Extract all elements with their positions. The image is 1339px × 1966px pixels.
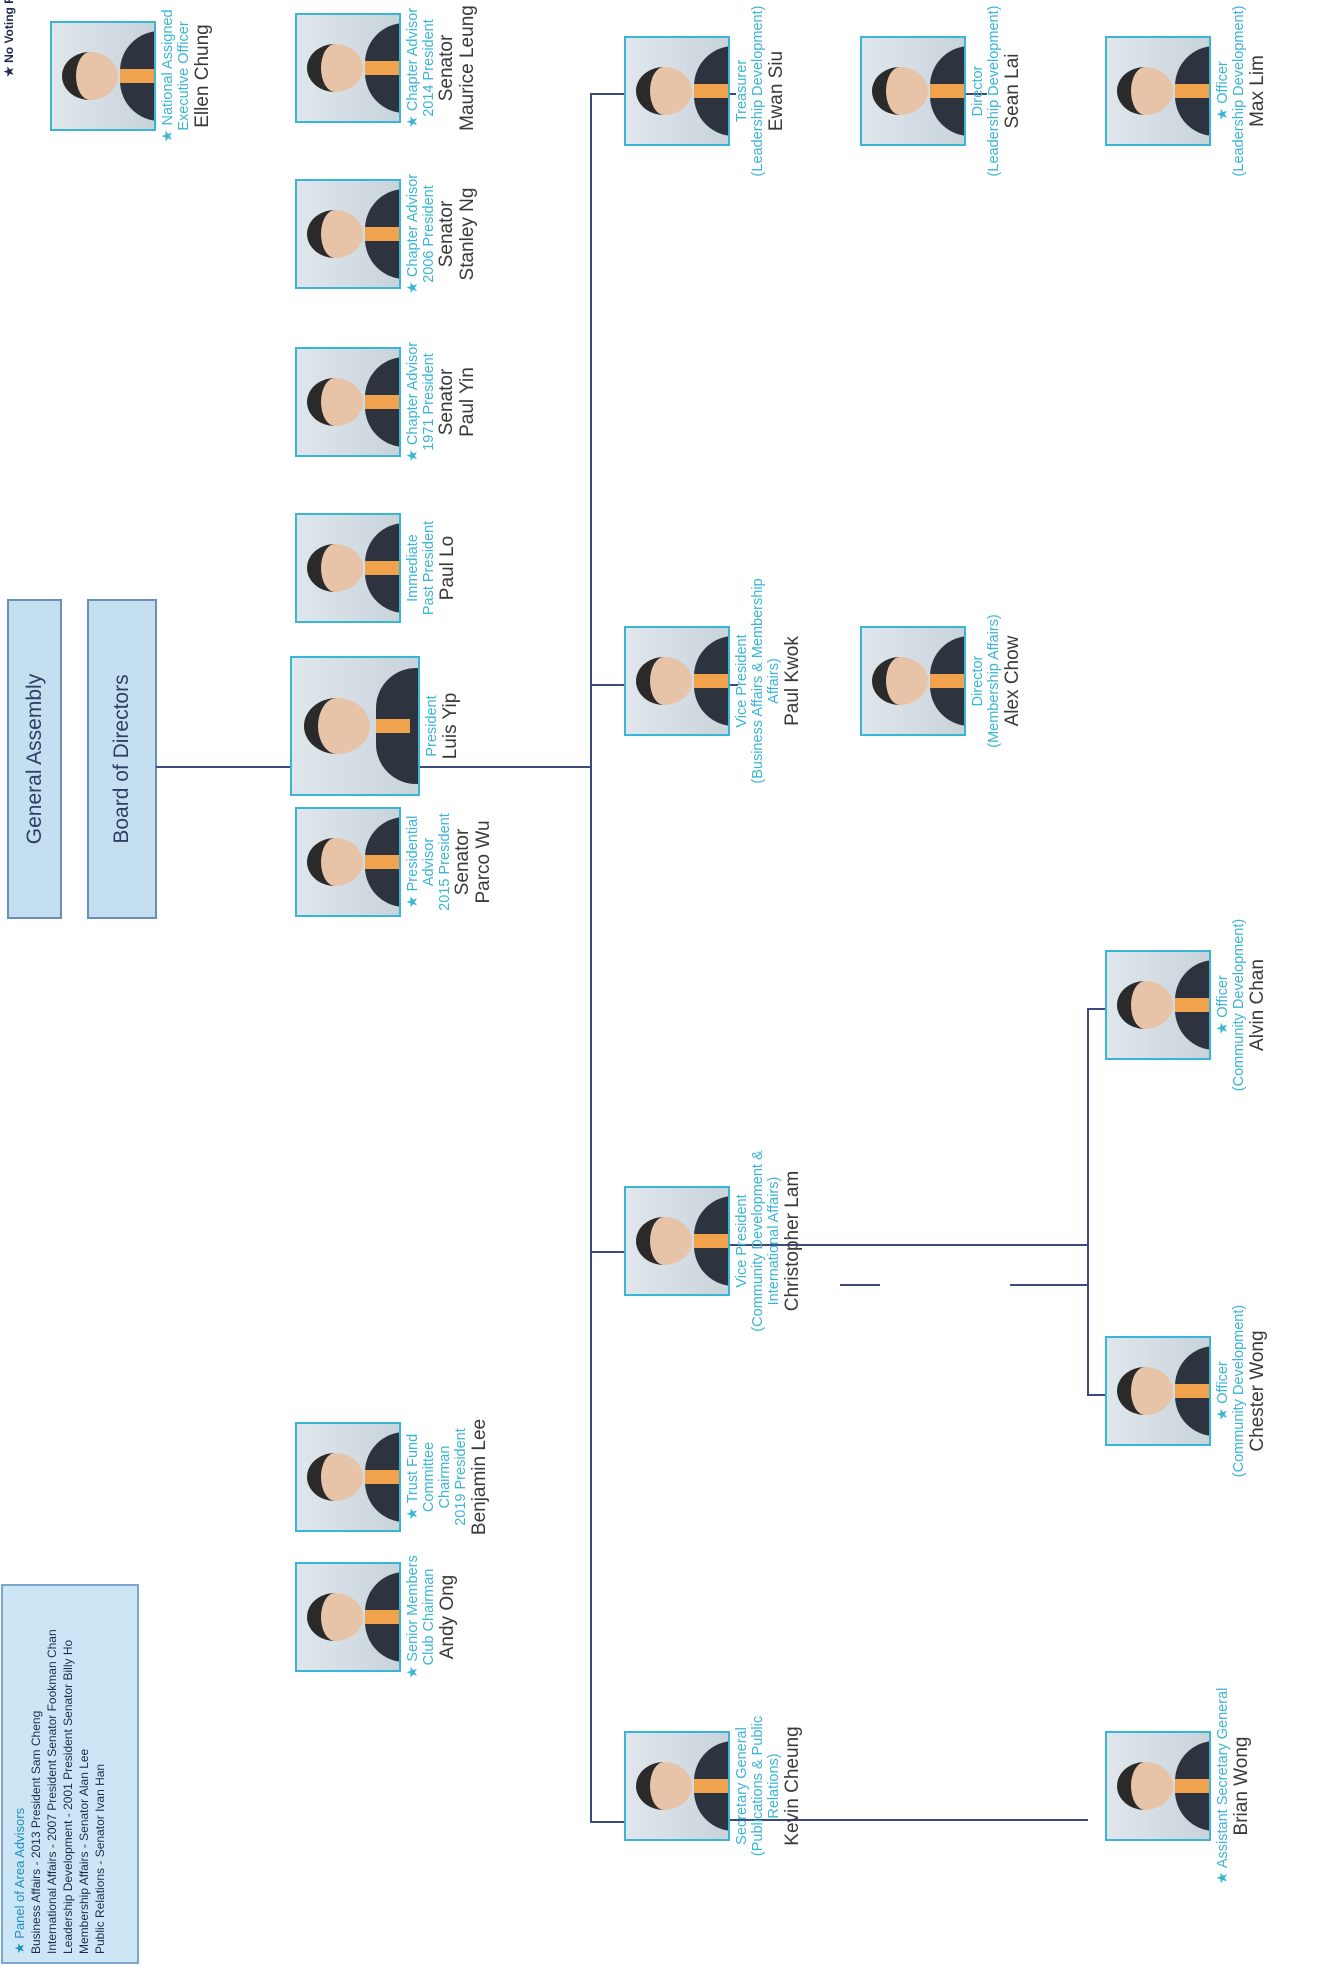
connector-line (590, 1251, 624, 1253)
officer-paul-kwok: Vice President(Business Affairs & Member… (624, 566, 803, 796)
person-name: Benjamin Lee (469, 1418, 490, 1536)
star-icon: ★ (1215, 107, 1231, 121)
connector-line (1087, 1008, 1089, 1396)
portrait-photo (295, 1422, 401, 1532)
portrait-photo (624, 36, 730, 146)
officer-alex-chow: Director(Membership Affairs) Alex Chow (860, 586, 1023, 776)
officer-brian-wong: ★ Assistant Secretary General Brian Wong (1105, 1686, 1252, 1886)
panel-title: Panel of Area Advisors (12, 1807, 27, 1939)
star-icon: ★ (1215, 1871, 1231, 1885)
officer-max-lim: ★ Officer(Leadership Development) Max Li… (1105, 0, 1268, 186)
president-luis-yip: President Luis Yip (290, 651, 461, 801)
panel-row: Public Relations - Senator Ivan Han (93, 1763, 107, 1954)
panel-of-area-advisors: ★ Panel of Area Advisors Business Affair… (1, 1584, 139, 1964)
portrait-photo (295, 1562, 401, 1672)
person-name: Luis Yip (440, 692, 461, 760)
officer-chester-wong: ★ Officer(Community Development) Chester… (1105, 1296, 1268, 1486)
person-name: Kevin Cheung (782, 1726, 803, 1846)
portrait-photo (860, 626, 966, 736)
star-icon: ★ (1215, 1021, 1231, 1035)
portrait-photo (860, 36, 966, 146)
person-name: Sean Lai (1002, 53, 1023, 129)
panel-row: Business Affairs - 2013 President Sam Ch… (29, 1710, 43, 1954)
portrait-photo (295, 179, 401, 289)
star-icon: ★ (160, 129, 176, 143)
portrait-photo (290, 656, 420, 796)
connector-line (590, 1821, 624, 1823)
portrait-photo (295, 347, 401, 457)
connector-line (156, 766, 292, 768)
person-name: Ellen Chung (192, 24, 213, 128)
connector-line (590, 93, 592, 1823)
person-name: Brian Wong (1231, 1736, 1252, 1836)
person-name: Chester Wong (1247, 1330, 1268, 1452)
star-icon: ★ (2, 66, 16, 77)
connector-line (1010, 1284, 1088, 1286)
portrait-photo (624, 626, 730, 736)
portrait-photo (1105, 1731, 1211, 1841)
panel-row: Leadership Development - 2001 President … (61, 1639, 75, 1954)
panel-row: International Affairs - 2007 President S… (45, 1629, 59, 1954)
no-voting-right-note: ★ No Voting Right (2, 0, 16, 77)
star-icon: ★ (405, 115, 421, 129)
portrait-photo (295, 13, 401, 123)
person-name: Christopher Lam (782, 1170, 803, 1312)
person-name: Paul Lo (437, 535, 458, 601)
officer-christopher-lam: Vice President(Community Development & I… (624, 1116, 803, 1366)
person-name: Ewan Siu (766, 50, 787, 132)
portrait-photo (1105, 1336, 1211, 1446)
star-icon: ★ (405, 1507, 421, 1521)
panel-row: Membership Affairs - Senator Alan Lee (77, 1748, 91, 1954)
star-icon: ★ (405, 895, 421, 909)
connector-line (590, 684, 624, 686)
star-icon: ★ (12, 1942, 27, 1954)
star-icon: ★ (405, 281, 421, 295)
general-assembly-box: General Assembly (7, 599, 62, 919)
person-name: Alex Chow (1002, 635, 1023, 727)
portrait-photo (295, 513, 401, 623)
portrait-photo (1105, 950, 1211, 1060)
star-icon: ★ (405, 1665, 421, 1679)
connector-line (840, 1284, 880, 1286)
portrait-photo (1105, 36, 1211, 146)
person-name: Alvin Chan (1247, 959, 1268, 1051)
portrait-photo (50, 21, 156, 131)
portrait-photo (624, 1186, 730, 1296)
person-name: Paul Yin (457, 367, 478, 437)
portrait-photo (624, 1731, 730, 1841)
person-name: Maurice Leung (457, 5, 478, 131)
star-icon: ★ (1215, 1407, 1231, 1421)
person-name: Andy Ong (437, 1574, 458, 1660)
board-of-directors-box: Board of Directors (87, 599, 157, 919)
officer-ewan-siu: Treasurer(Leadership Development) Ewan S… (624, 0, 787, 186)
portrait-photo (295, 807, 401, 917)
officer-sean-lai: Director(Leadership Development) Sean La… (860, 0, 1023, 186)
star-icon: ★ (405, 449, 421, 463)
person-name: Stanley Ng (457, 187, 478, 281)
person-name: Paul Kwok (782, 636, 803, 726)
connector-line (590, 93, 624, 95)
person-name: Parco Wu (473, 820, 494, 904)
officer-kevin-cheung: Secretary General(Publications & Public … (624, 1686, 803, 1886)
person-name: Max Lim (1247, 55, 1268, 127)
officer-alvin-chan: ★ Officer(Community Development) Alvin C… (1105, 910, 1268, 1100)
